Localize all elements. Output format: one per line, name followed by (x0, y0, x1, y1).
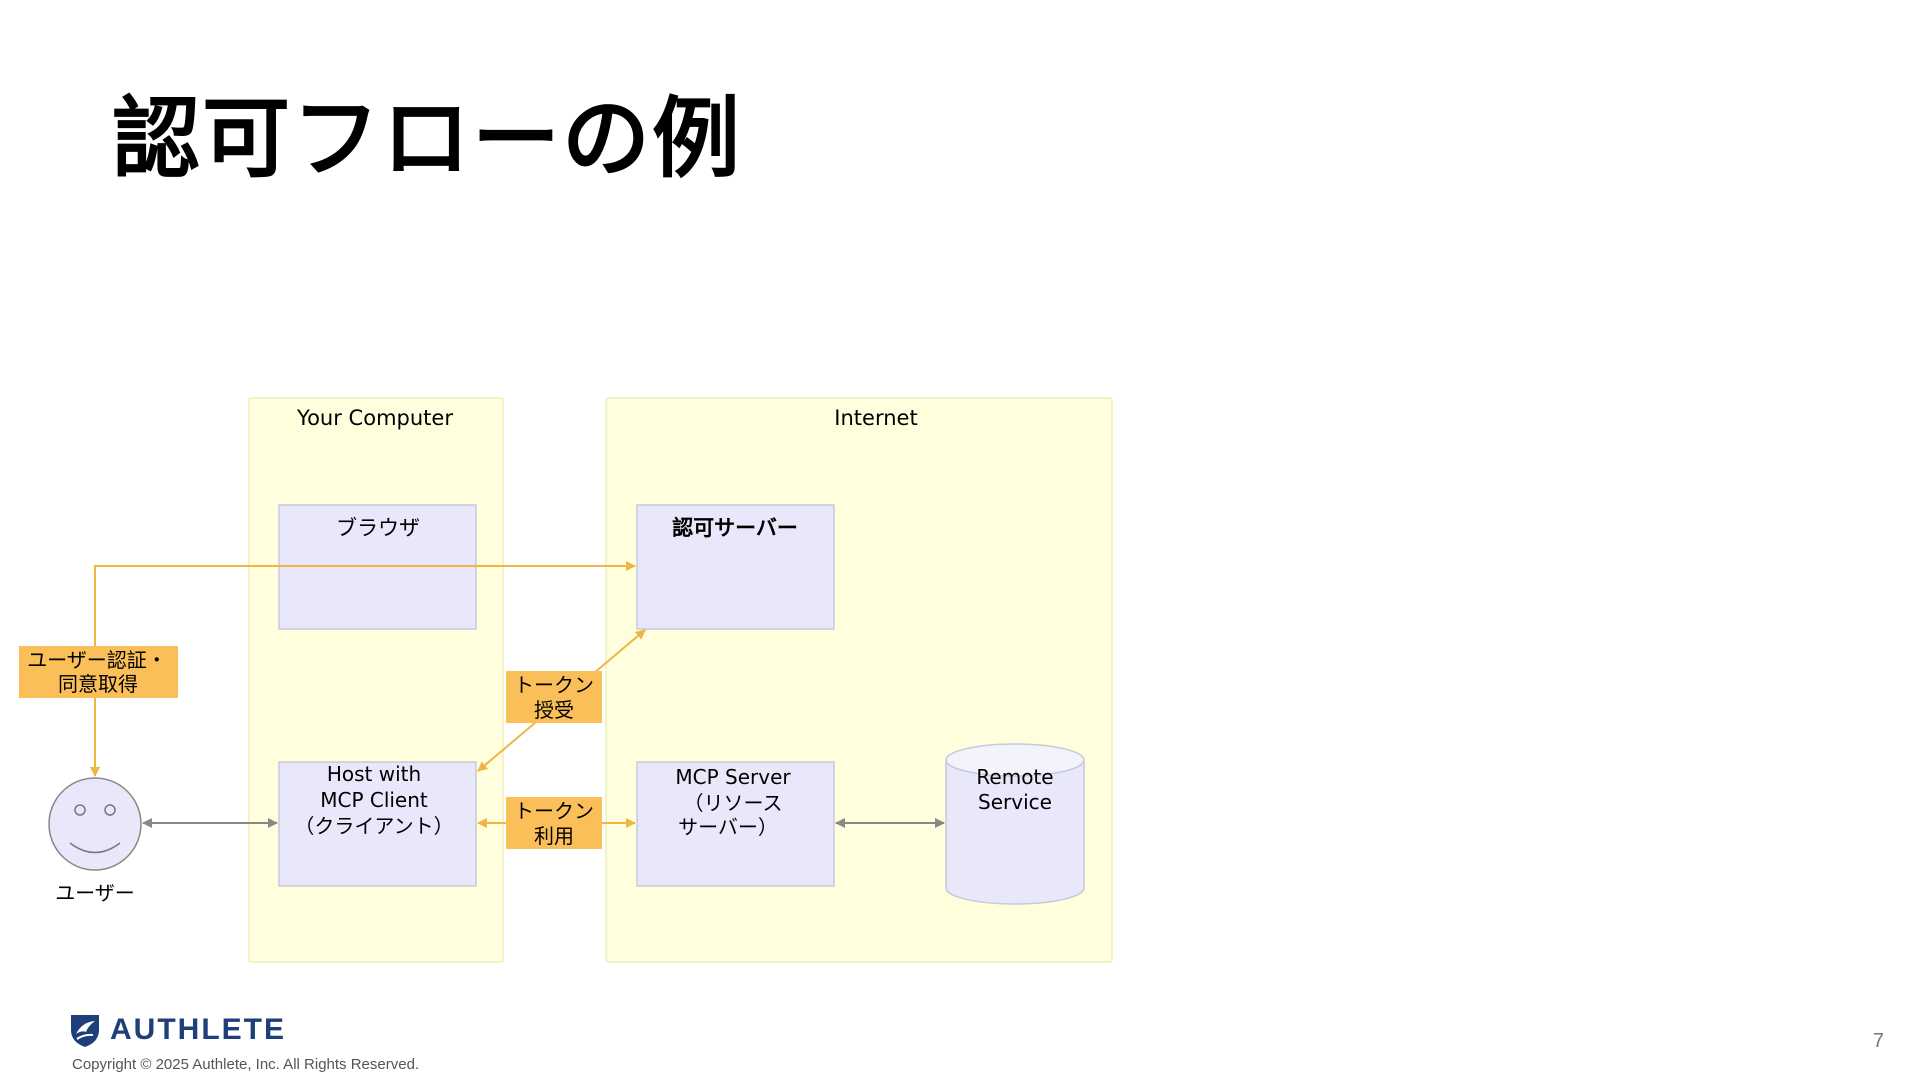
user-label: ユーザー (55, 881, 135, 905)
authlete-logo: AUTHLETE (68, 1010, 286, 1050)
host-label-line3: （クライアント） (294, 814, 453, 838)
copyright-text: Copyright © 2025 Authlete, Inc. All Righ… (72, 1056, 420, 1073)
group-your-computer-label: Your Computer (296, 406, 453, 430)
token-exchange-label-line1: トークン (514, 673, 594, 697)
browser-label: ブラウザ (336, 516, 420, 540)
remote-service-cylinder (945, 743, 1085, 905)
host-label-line1: Host with (327, 762, 421, 786)
token-exchange-label-line2: 授受 (534, 698, 574, 722)
token-use-label-line1: トークン (514, 799, 594, 823)
token-use-label-box (506, 797, 602, 849)
page-number: 7 (1872, 1030, 1884, 1052)
auth-server-label: 認可サーバー (672, 516, 798, 540)
arrow-user-to-auth-server (90, 561, 636, 777)
remote-label-line2: Service (978, 790, 1052, 814)
mcp-server-node (636, 761, 835, 887)
mcp-label-line2: （リソース (684, 791, 783, 815)
token-exchange-label-box (506, 671, 602, 723)
mcp-label-line3: サーバー） (678, 815, 778, 839)
authlete-logo-text: AUTHLETE (110, 1013, 286, 1046)
remote-label-line1: Remote (976, 765, 1053, 789)
auth-consent-label-line2: 同意取得 (58, 672, 138, 696)
token-use-label-line2: 利用 (534, 824, 574, 848)
mcp-label-line1: MCP Server (675, 765, 791, 789)
user-smiley-icon (48, 777, 142, 871)
group-internet-label: Internet (834, 406, 917, 430)
slide-title: 認可フローの例 (112, 87, 743, 190)
auth-consent-label-line1: ユーザー認証・ (27, 648, 167, 672)
auth-consent-label-box (19, 646, 178, 698)
auth-server-node (636, 504, 835, 630)
host-mcp-client-node (278, 761, 477, 887)
host-label-line2: MCP Client (320, 788, 428, 812)
authlete-shield-icon (71, 1015, 99, 1047)
